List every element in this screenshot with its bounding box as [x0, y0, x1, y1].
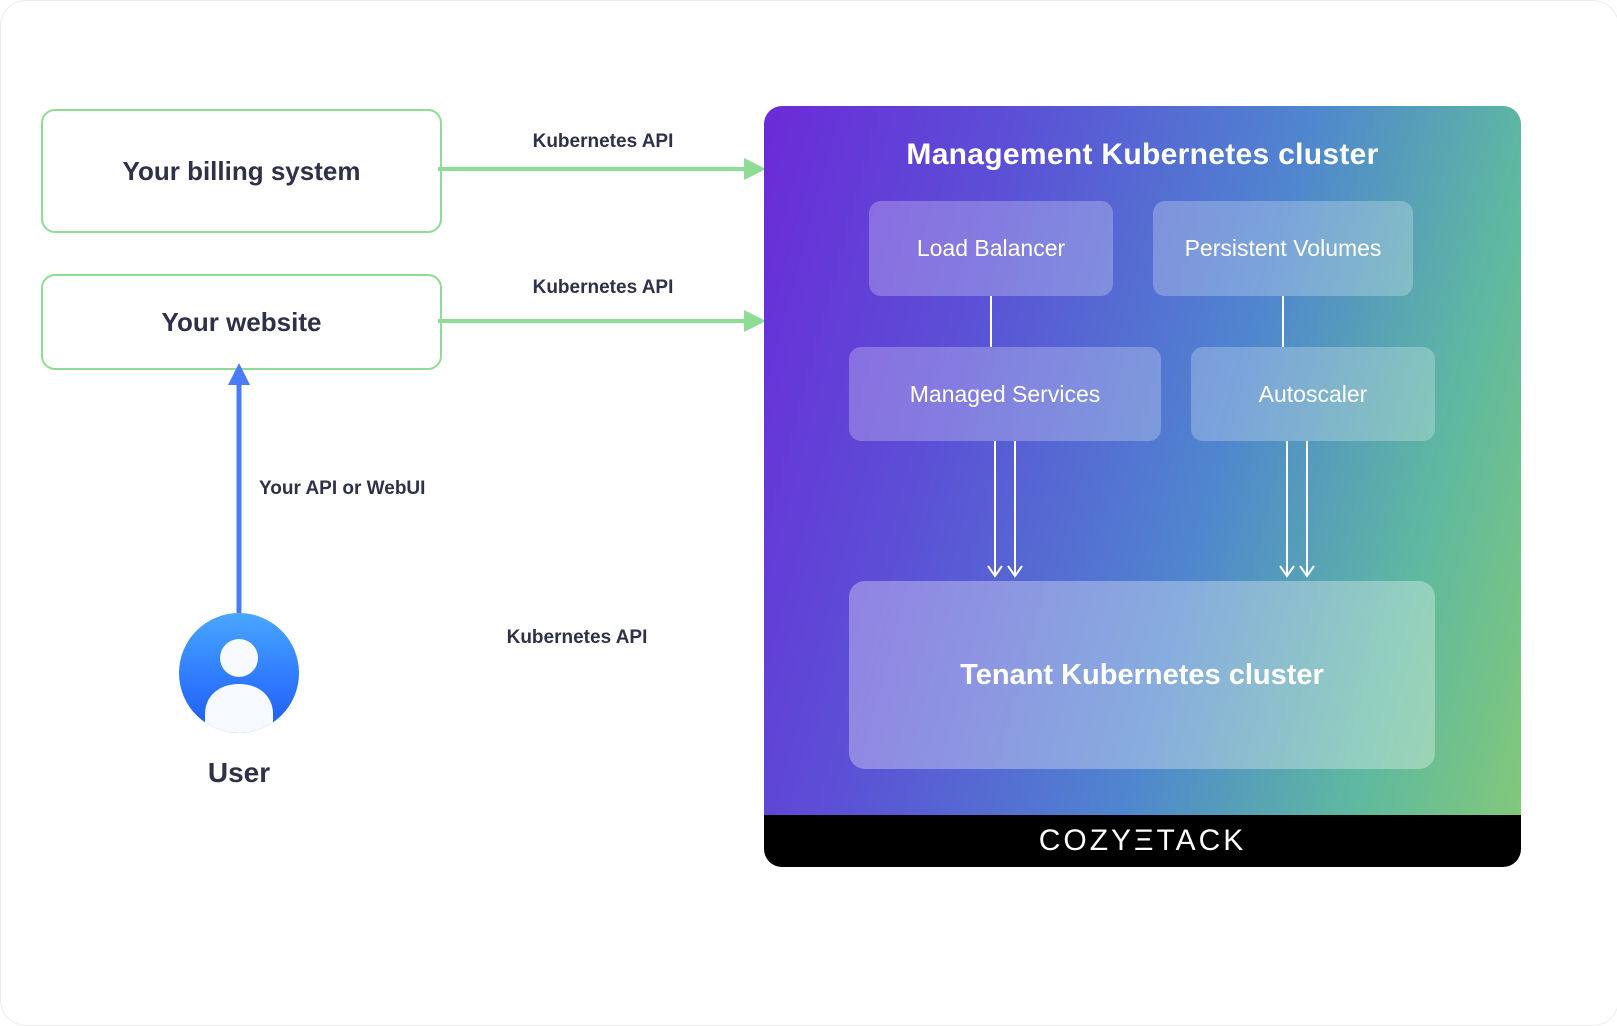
- cozystack-logo: COZYΞTACK: [1038, 824, 1247, 857]
- node-website: Your website: [41, 274, 442, 370]
- component-load-balancer-label: Load Balancer: [916, 235, 1066, 261]
- arrow-user-to-website: [228, 363, 250, 613]
- brand-bar: COZYΞTACK: [764, 815, 1521, 867]
- management-cluster-title: Management Kubernetes cluster: [906, 138, 1379, 171]
- component-persistent-volumes: Persistent Volumes: [1153, 201, 1413, 296]
- component-load-balancer: Load Balancer: [869, 201, 1113, 296]
- component-managed-services: Managed Services: [849, 347, 1161, 441]
- node-billing-label: Your billing system: [122, 155, 361, 186]
- node-billing-system: Your billing system: [41, 109, 442, 233]
- edge-label-website-api: Kubernetes API: [532, 277, 674, 298]
- node-website-label: Your website: [161, 306, 322, 337]
- user-avatar: [179, 613, 299, 733]
- tenant-cluster-label: Tenant Kubernetes cluster: [960, 658, 1324, 691]
- component-managed-services-label: Managed Services: [909, 380, 1101, 407]
- cluster-connectors: [987, 296, 1315, 578]
- component-autoscaler: Autoscaler: [1191, 347, 1435, 441]
- user-label: User: [207, 757, 271, 788]
- arrow-billing-to-cluster: [438, 158, 766, 180]
- arrow-website-to-cluster: [438, 310, 766, 332]
- component-persistent-volumes-label: Persistent Volumes: [1184, 235, 1382, 261]
- edge-label-user-webui: Your API or WebUI: [259, 478, 426, 499]
- component-autoscaler-label: Autoscaler: [1258, 380, 1368, 407]
- management-cluster-body: Management Kubernetes cluster Load B: [764, 106, 1521, 815]
- edge-label-user-api: Kubernetes API: [506, 627, 648, 648]
- management-cluster-panel: Management Kubernetes cluster Load B: [764, 106, 1521, 867]
- tenant-kubernetes-cluster: Tenant Kubernetes cluster: [849, 581, 1435, 769]
- person-icon: [205, 639, 273, 733]
- edge-label-billing-api: Kubernetes API: [532, 131, 674, 152]
